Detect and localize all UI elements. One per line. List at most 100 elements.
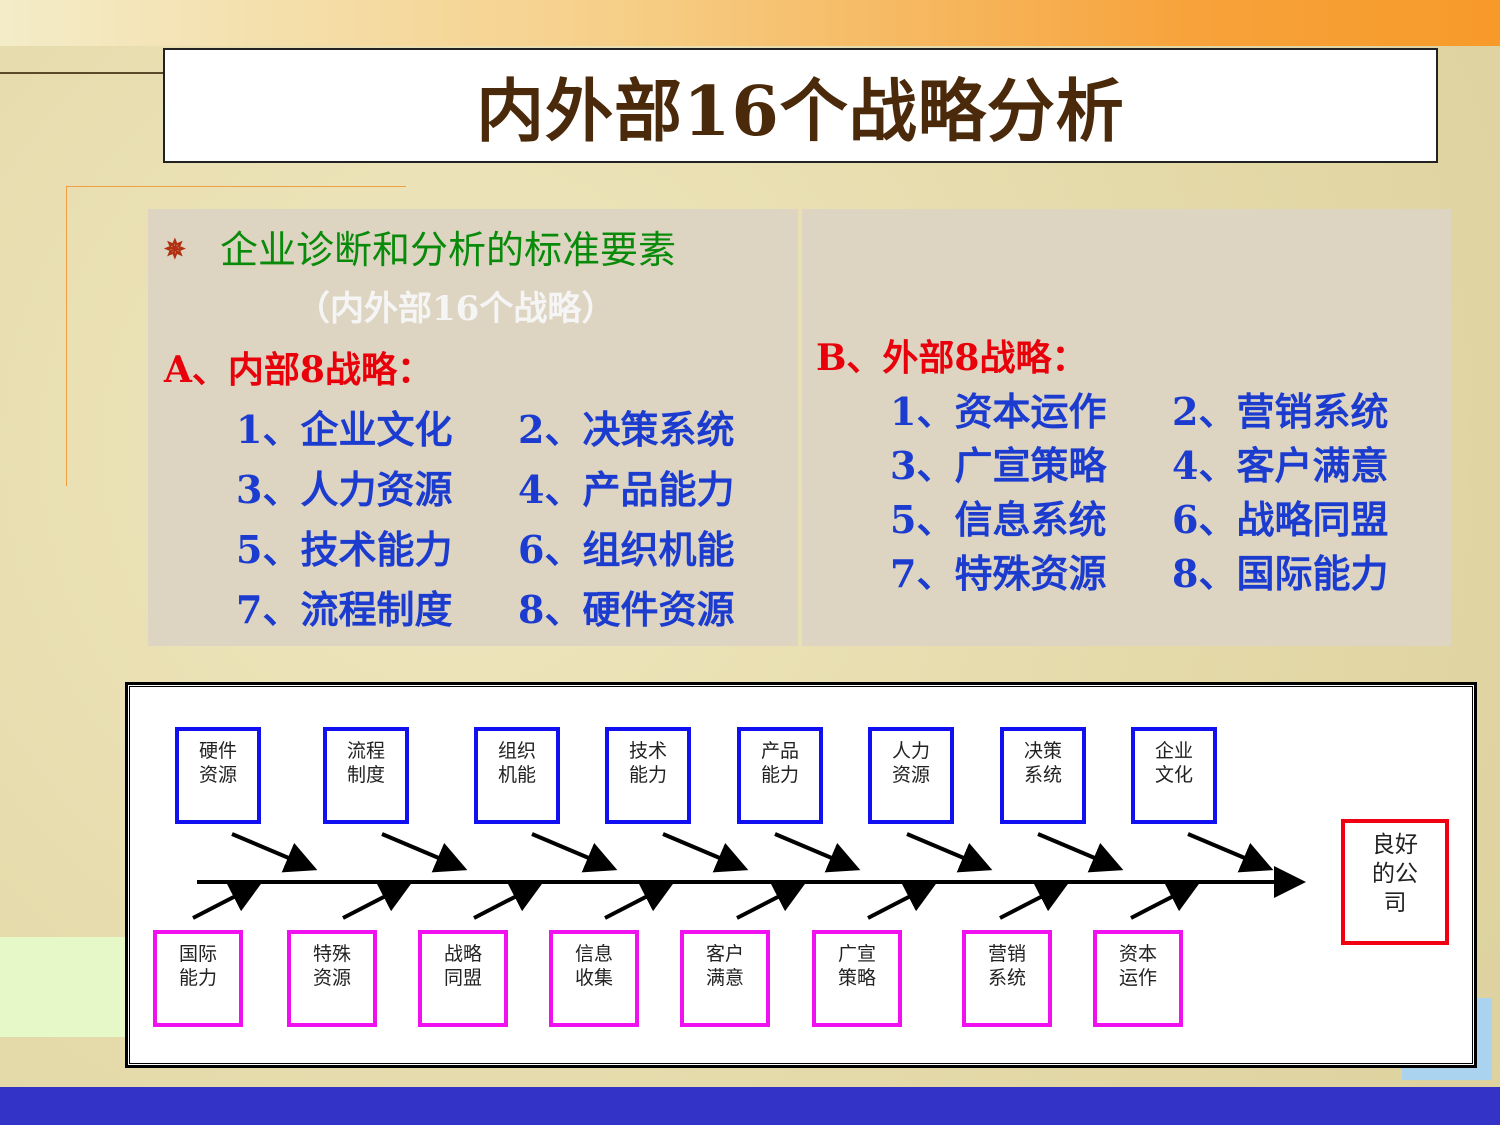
cause-arrow	[1037, 832, 1124, 873]
internal-factor-box: 人力资源	[868, 727, 954, 824]
internal-factor-box: 决策系统	[1000, 727, 1086, 824]
cause-arrow	[531, 832, 618, 873]
strategy-item: 3、人力资源	[236, 467, 453, 512]
factor-label: 能力	[628, 764, 667, 786]
goal-line: 良好	[1372, 832, 1418, 858]
top-gradient-bar	[0, 0, 1500, 46]
factor-label: 资本	[1118, 943, 1157, 965]
factor-label: 文化	[1154, 764, 1193, 786]
page-title: 内外部16个战略分析	[476, 72, 1125, 152]
cause-arrow	[192, 882, 263, 920]
external-factor-box: 信息收集	[549, 930, 639, 1027]
cause-arrow	[736, 882, 807, 920]
strategy-item: 5、技术能力	[236, 527, 453, 572]
factor-label: 收集	[574, 967, 613, 989]
external-strategies-panel: B、外部8战略： 1、资本运作 2、营销系统 3、广宣策略 4、客户满意 5、信…	[802, 209, 1451, 646]
factor-label: 资源	[198, 764, 237, 786]
factor-label: 机能	[497, 764, 536, 786]
section-title: B、外部8战略：	[816, 337, 1088, 379]
cause-arrow	[1130, 882, 1201, 920]
decor-line	[66, 186, 67, 486]
factor-label: 技术	[628, 740, 667, 762]
factor-label: 能力	[178, 967, 217, 989]
cause-arrow	[906, 832, 993, 873]
cause-arrow	[1187, 832, 1274, 873]
factor-label: 资源	[312, 967, 351, 989]
external-factor-box: 特殊资源	[287, 930, 377, 1027]
internal-factor-box: 产品能力	[737, 727, 823, 824]
factor-label: 战略	[443, 943, 482, 965]
factor-label: 运作	[1118, 967, 1157, 989]
cause-arrow	[342, 882, 413, 920]
factor-label: 信息	[574, 943, 613, 965]
fishbone-arrows	[192, 832, 1306, 920]
goal-line: 的公	[1372, 861, 1418, 887]
goal-box: 良好 的公 司	[1341, 819, 1449, 945]
strategy-item: 2、营销系统	[1172, 389, 1389, 434]
external-factor-box: 广宣策略	[812, 930, 902, 1027]
factor-label: 组织	[497, 740, 536, 762]
title-box: 内外部16个战略分析	[163, 48, 1438, 163]
cause-arrow	[231, 832, 318, 873]
cause-arrow	[604, 882, 675, 920]
factor-label: 国际	[178, 943, 217, 965]
factor-label: 策略	[837, 967, 876, 989]
internal-factor-box: 流程制度	[323, 727, 409, 824]
strategy-item: 7、流程制度	[236, 587, 453, 632]
decor-line	[66, 186, 406, 187]
factor-label: 制度	[346, 764, 385, 786]
factor-label: 人力	[891, 740, 930, 762]
internal-factor-box: 硬件资源	[175, 727, 261, 824]
internal-factor-box: 企业文化	[1131, 727, 1217, 824]
factor-label: 营销	[987, 943, 1026, 965]
star-bullet-icon: ✵	[164, 235, 186, 265]
cause-arrow	[774, 832, 861, 873]
internal-factor-box: 组织机能	[474, 727, 560, 824]
factor-label: 系统	[987, 967, 1026, 989]
external-factor-box: 客户满意	[680, 930, 770, 1027]
factor-label: 能力	[760, 764, 799, 786]
strategy-item: 4、产品能力	[518, 467, 735, 512]
factor-label: 特殊	[312, 943, 351, 965]
internal-strategies-panel: ✵ 企业诊断和分析的标准要素 （内外部16个战略） A、内部8战略： 1、企业文…	[148, 209, 798, 646]
decor-block	[0, 937, 130, 1037]
strategy-item: 1、资本运作	[890, 389, 1107, 434]
cause-arrow	[381, 832, 468, 873]
bottom-bar	[0, 1087, 1500, 1125]
factor-label: 同盟	[443, 967, 482, 989]
strategy-item: 4、客户满意	[1172, 443, 1389, 488]
section-title: A、内部8战略：	[164, 349, 433, 391]
factor-label: 客户	[705, 943, 744, 965]
external-factor-box: 资本运作	[1093, 930, 1183, 1027]
external-factor-box: 国际能力	[153, 930, 243, 1027]
strategy-item: 8、硬件资源	[518, 587, 735, 632]
cause-arrow	[999, 882, 1070, 920]
factor-label: 产品	[760, 740, 799, 762]
decor-line	[0, 72, 163, 74]
external-factor-box: 战略同盟	[418, 930, 508, 1027]
strategy-item: 1、企业文化	[236, 407, 453, 452]
strategy-item: 6、组织机能	[518, 527, 735, 572]
factor-label: 系统	[1023, 764, 1062, 786]
fishbone-diagram: 良好 的公 司 硬件资源流程制度组织机能技术能力产品能力人力资源决策系统企业文化…	[125, 682, 1477, 1068]
factor-label: 硬件	[198, 740, 237, 762]
cause-arrow	[473, 882, 544, 920]
strategy-item: 7、特殊资源	[890, 551, 1107, 596]
panel-heading: 企业诊断和分析的标准要素	[220, 228, 677, 272]
strategy-item: 6、战略同盟	[1172, 497, 1389, 542]
strategy-item: 5、信息系统	[890, 497, 1107, 542]
panel-subheading: （内外部16个战略）	[296, 289, 616, 329]
factor-label: 满意	[705, 967, 744, 989]
cause-arrow	[662, 832, 749, 873]
factor-label: 企业	[1154, 740, 1193, 762]
strategy-item: 8、国际能力	[1172, 551, 1389, 596]
factor-label: 流程	[346, 740, 385, 762]
factor-label: 广宣	[837, 943, 876, 965]
external-factor-box: 营销系统	[962, 930, 1052, 1027]
factor-label: 资源	[891, 764, 930, 786]
strategy-item: 3、广宣策略	[890, 443, 1107, 488]
factor-label: 决策	[1023, 740, 1062, 762]
strategy-item: 2、决策系统	[518, 407, 735, 452]
internal-factor-box: 技术能力	[605, 727, 691, 824]
cause-arrow	[867, 882, 938, 920]
